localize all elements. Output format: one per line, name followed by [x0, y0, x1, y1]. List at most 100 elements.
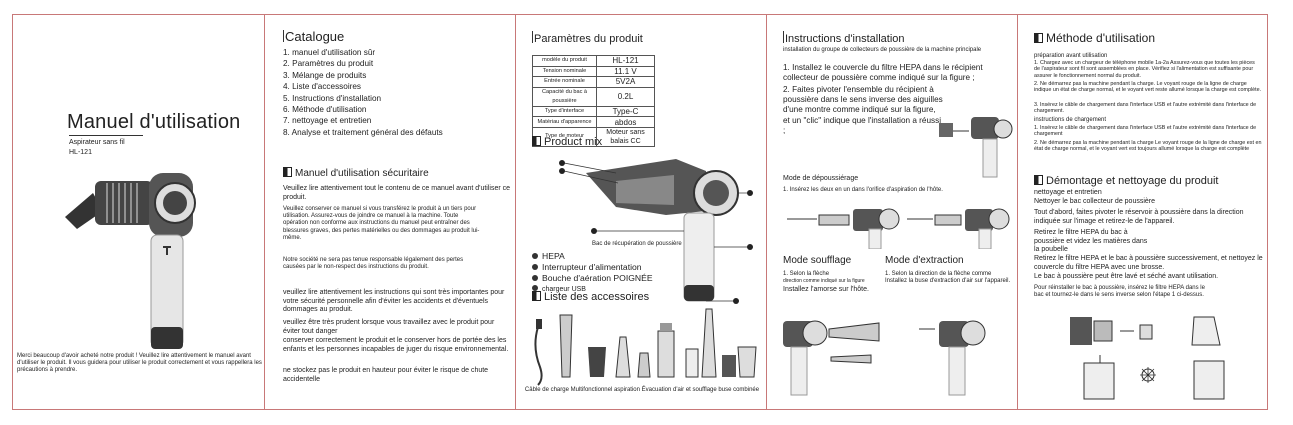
safety-p2: Veuillez conserver ce manuel si vous tra…: [283, 206, 480, 241]
product-parts-list: HEPA Interrupteur d'alimentation Bouche …: [532, 251, 653, 295]
catalogue-item: 3. Mélange de produits: [283, 70, 367, 80]
prep-text3: 3. Insérez le câble de chargement dans l…: [1034, 102, 1257, 115]
safety-p6: conserver correctement le produit et le …: [283, 337, 509, 353]
catalogue-title: Catalogue: [285, 29, 345, 44]
mode-illustrations: [783, 320, 986, 396]
prep-text2: 2. Ne démarrez pas la machine pendant la…: [1034, 81, 1262, 94]
cover-thanks-text: Merci beaucoup d'avoir acheté notre prod…: [17, 353, 262, 374]
extract-mode-text: 1. Selon la direction de la flèche comme…: [885, 271, 1011, 285]
cleaning-p3: Retirez le filtre HEPA et le bac à pouss…: [1034, 255, 1263, 271]
section-marker-icon: [532, 136, 541, 146]
blow-mode-text2: direction comme indiqué sur la figure: [783, 278, 865, 284]
params-heading: Paramètres du produit: [532, 31, 643, 45]
cover-subtitle: Aspirateur sans fil: [69, 139, 125, 146]
param-value: abdos: [596, 116, 655, 128]
cover-model: HL-121: [69, 149, 92, 156]
param-key: Type d'interface: [532, 105, 597, 118]
manual-sheet: Manuel d'utilisation Aspirateur sans fil…: [12, 14, 1268, 410]
title-underline: [69, 135, 143, 136]
safety-p7: ne stockez pas le produit en hauteur pou…: [283, 367, 489, 383]
cleaning-sub1: nettoyage et entretien: [1034, 189, 1102, 196]
accessories-illustration: [534, 308, 757, 386]
catalogue-item: 8. Analyse et traitement général des déf…: [283, 127, 443, 137]
list-item: Bouche d'aération POIGNÉE: [532, 273, 653, 284]
install-subtitle: installation du groupe de collecteurs de…: [783, 47, 982, 53]
product-mix-heading: Product mix: [532, 136, 602, 148]
param-key: Entrée nominale: [532, 76, 597, 88]
part-label: Bouche d'aération POIGNÉE: [542, 273, 653, 283]
cover-title: Manuel d'utilisation: [67, 111, 241, 133]
section-marker-icon: [1034, 175, 1043, 185]
cleaning-title: Démontage et nettoyage du produit: [1046, 175, 1219, 187]
cover-panel: Manuel d'utilisation Aspirateur sans fil…: [13, 15, 265, 409]
install-step2: 2. Faites pivoter l'ensemble du récipien…: [783, 85, 943, 135]
bullet-icon: [532, 253, 538, 259]
cleaning-illustration: [1070, 316, 1225, 400]
method-heading: Méthode d'utilisation: [1034, 31, 1155, 45]
section-marker-icon: [1034, 33, 1043, 43]
bullet-icon: [532, 275, 538, 281]
section-marker-icon: [532, 291, 541, 301]
product-mix-diagram: [559, 159, 753, 304]
cleaning-heading: Démontage et nettoyage du produit: [1034, 175, 1218, 187]
param-key: modèle du produit: [532, 55, 597, 67]
catalogue-item: 6. Méthode d'utilisation: [283, 105, 367, 115]
extract-mode-title: Mode d'extraction: [885, 255, 964, 266]
method-panel: Méthode d'utilisation préparation avant …: [1018, 15, 1269, 409]
param-value: Moteur sans balais CC: [596, 126, 655, 147]
safety-p3: Notre société ne sera pas tenue responsa…: [283, 257, 464, 271]
catalogue-list: 1. manuel d'utilisation sûr 2. Paramètre…: [283, 47, 508, 138]
dust-bin-label: Bac de récupération de poussière: [592, 241, 682, 247]
safety-p1: Veuillez lire attentivement tout le cont…: [283, 185, 511, 201]
param-value: 0.2L: [596, 86, 655, 107]
install-step1: 1. Installez le couvercle du filtre HEPA…: [783, 63, 983, 83]
safety-p5: veuillez être très prudent lorsque vous …: [283, 319, 495, 335]
charge-text2: 2. Ne démarrez pas la machine pendant la…: [1034, 140, 1262, 153]
catalogue-item: 2. Paramètres du produit: [283, 59, 374, 69]
prep-text: 1. Chargez avec un chargeur de téléphone…: [1034, 60, 1255, 79]
param-value: Type-C: [596, 105, 655, 118]
dust-mode-title: Mode de dépoussiérage: [783, 175, 859, 182]
param-key: Capacité du bac à poussière: [532, 86, 597, 107]
cleaning-p1: Tout d'abord, faites pivoter le réservoi…: [1034, 209, 1244, 225]
param-value: 11.1 V: [596, 65, 655, 78]
accessories-caption: Câble de charge Multifonctionnel aspirat…: [524, 387, 760, 393]
params-title: Paramètres du produit: [534, 33, 643, 45]
prep-title: préparation avant utilisation: [1034, 53, 1108, 59]
catalogue-item: 1. manuel d'utilisation sûr: [283, 48, 376, 57]
blow-mode-title: Mode soufflage: [783, 255, 852, 266]
cleaning-p5: Pour réinstaller le bac à poussière, ins…: [1034, 285, 1205, 299]
install-panel: Instructions d'installation installation…: [767, 15, 1018, 409]
cleaning-p2: Retirez le filtre HEPA du bac à poussièr…: [1034, 229, 1148, 254]
dust-mode-text: 1. Insérez les deux en un dans l'orifice…: [783, 187, 943, 193]
install-heading: Instructions d'installation: [783, 31, 905, 45]
param-key: Matériau d'apparence: [532, 116, 597, 128]
blow-mode-text3: Installez l'amorse sur l'hôte.: [783, 286, 869, 293]
catalogue-item: 7. nettoyage et entretien: [283, 116, 372, 126]
cleaning-sub2: Nettoyer le bac collecteur de poussière: [1034, 198, 1156, 205]
bullet-icon: [532, 264, 538, 270]
safety-heading: Manuel d'utilisation sécuritaire: [283, 167, 429, 179]
catalogue-item: 5. Instructions d'installation: [283, 93, 382, 103]
list-item: chargeur USB: [532, 284, 653, 295]
vacuum-illustration: [65, 173, 196, 349]
section-marker-icon: [283, 167, 292, 177]
safety-title: Manuel d'utilisation sécuritaire: [295, 168, 429, 179]
bullet-icon: [532, 285, 538, 291]
param-value: HL-121: [596, 55, 655, 67]
catalogue-heading: Catalogue: [283, 29, 344, 44]
dust-mode-illustration: [787, 208, 1010, 249]
param-key: Tension nominale: [532, 65, 597, 78]
charge-text1: 1. Insérez le câble de chargement dans l…: [1034, 125, 1257, 138]
list-item: Interrupteur d'alimentation: [532, 262, 653, 273]
catalogue-item: 4. Liste d'accessoires: [283, 82, 362, 92]
catalogue-panel: Catalogue 1. manuel d'utilisation sûr 2.…: [265, 15, 516, 409]
safety-p4: veuillez lire attentivement les instruct…: [283, 289, 505, 314]
